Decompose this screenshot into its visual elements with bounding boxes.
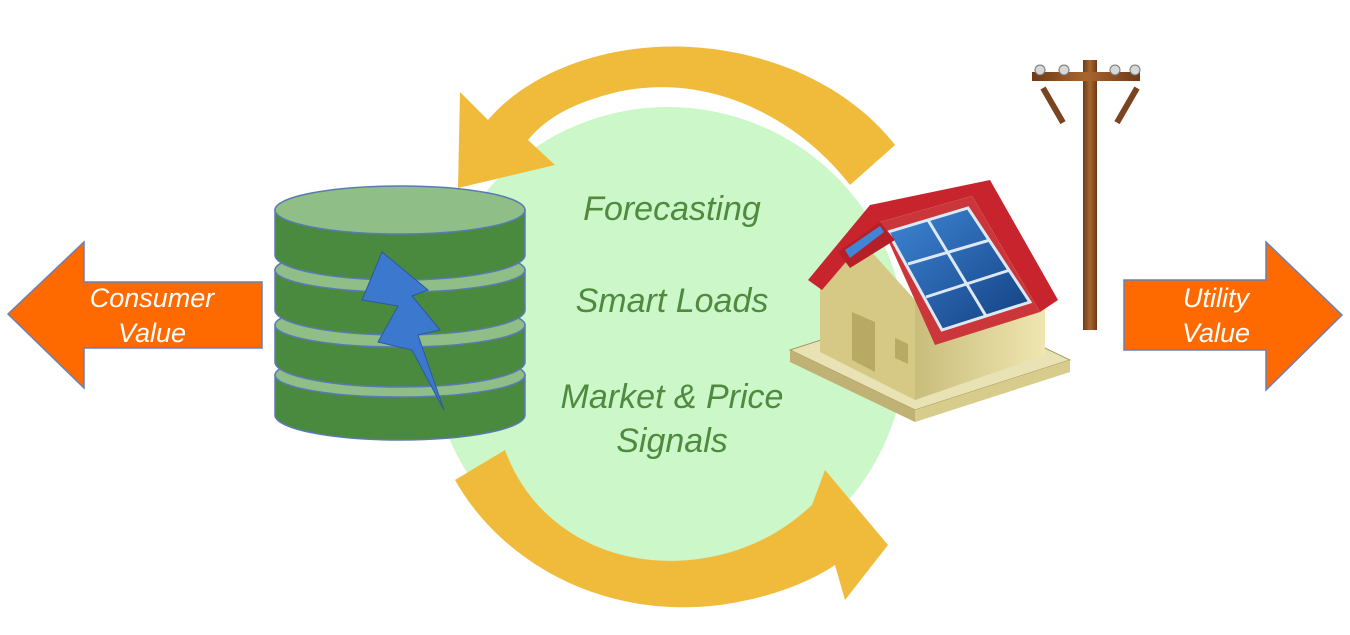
house-with-solar-panels-icon (788, 180, 1072, 422)
utility-value-arrow: Utility Value (1123, 240, 1344, 392)
consumer-value-line2: Value (118, 318, 186, 348)
utility-value-line1: Utility (1183, 283, 1250, 313)
market-price-label-line1: Market & Price (561, 378, 784, 416)
lightning-bolt-icon (361, 251, 445, 411)
cycle-arrow-top (458, 46, 895, 188)
process-circle (430, 107, 906, 583)
smart-loads-label: Smart Loads (576, 282, 769, 320)
utility-value-line2: Value (1182, 318, 1250, 348)
market-price-label-line2: Signals (616, 422, 728, 460)
cycle-arrow-bottom (455, 450, 888, 608)
consumer-value-arrow: Consumer Value (6, 240, 263, 390)
utility-pole-icon (1032, 60, 1141, 330)
forecasting-label: Forecasting (583, 190, 761, 228)
database-icon (274, 185, 526, 441)
consumer-value-line1: Consumer (90, 283, 216, 313)
